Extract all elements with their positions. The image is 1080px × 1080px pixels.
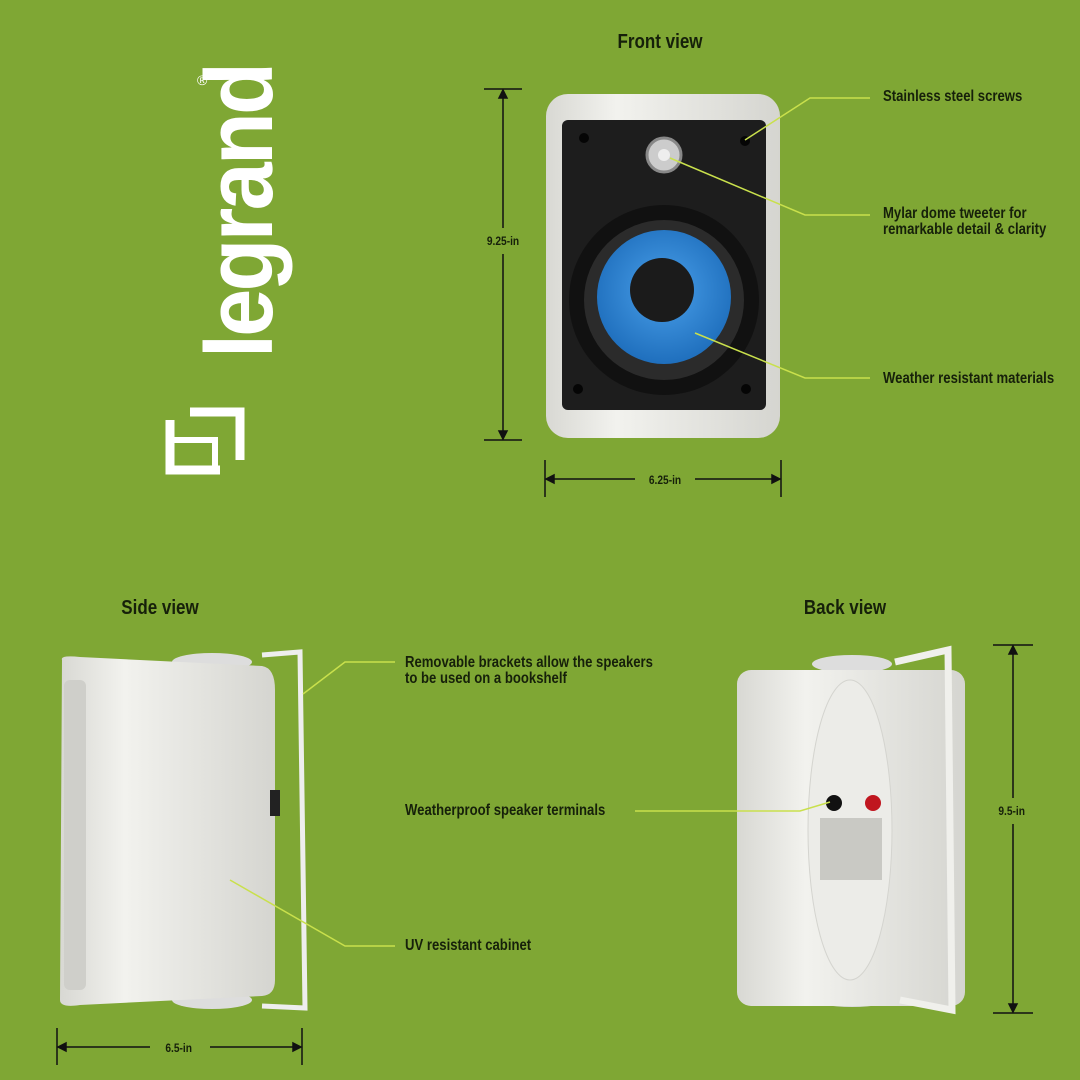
front-width-label: 6.25-in: [648, 473, 682, 487]
screw-icon: [573, 384, 583, 394]
callout-leader-lines: [229, 97, 870, 947]
registered-mark: ®: [197, 72, 208, 88]
black-terminal: [826, 795, 842, 811]
callout-weather-resistant: Weather resistant materials: [883, 370, 1055, 387]
callout-stainless-screws: Stainless steel screws: [883, 88, 1023, 105]
callout-uv-cabinet: UV resistant cabinet: [405, 937, 532, 954]
screw-icon: [579, 133, 589, 143]
callout-terminals: Weatherproof speaker terminals: [405, 802, 606, 819]
back-view-title: Back view: [803, 597, 887, 619]
front-view-title: Front view: [617, 31, 703, 53]
side-speaker-image: [60, 649, 308, 1011]
back-height-label: 9.5-in: [998, 804, 1025, 818]
red-terminal: [865, 795, 881, 811]
callout-brackets-line2: to be used on a bookshelf: [405, 670, 567, 687]
screw-icon: [741, 384, 751, 394]
side-depth-label: 6.5-in: [165, 1041, 192, 1055]
side-view-title: Side view: [121, 597, 199, 619]
front-height-label: 9.25-in: [486, 234, 520, 248]
dimension-lines: [56, 88, 1033, 1065]
callout-tweeter-line1: Mylar dome tweeter for: [883, 205, 1027, 222]
front-speaker-image: [546, 94, 780, 438]
callout-tweeter-line2: remarkable detail & clarity: [883, 221, 1047, 238]
back-speaker-image: [737, 645, 965, 1015]
callout-brackets-line1: Removable brackets allow the speakers: [405, 654, 653, 671]
